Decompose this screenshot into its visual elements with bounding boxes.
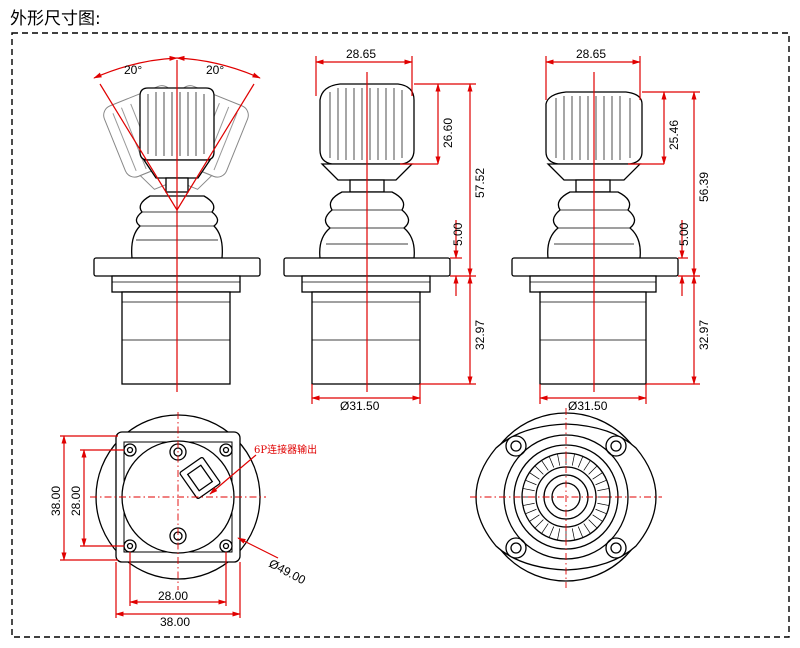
rib-line: [577, 526, 584, 538]
rib-line: [592, 514, 603, 522]
mid-body-height-label: 32.97: [473, 320, 487, 350]
angle-right-label: 20°: [206, 63, 224, 77]
rib-line: [557, 453, 561, 466]
mid-total-height-label: 57.52: [473, 168, 487, 198]
rib-line: [595, 508, 607, 515]
bottom-outer-h-label: 38.00: [160, 615, 190, 629]
rib-line: [577, 456, 584, 468]
rib-line: [534, 465, 544, 475]
top-view: [470, 408, 662, 588]
right-diameter-label: Ø31.50: [568, 399, 608, 413]
tilt-view: 20° 20°: [93, 55, 261, 392]
rib-line: [571, 528, 575, 541]
right-width-label: 28.65: [576, 47, 606, 61]
right-flange-label: 5.00: [677, 222, 691, 246]
rib-line: [522, 502, 535, 506]
rib-line: [541, 523, 549, 534]
rib-line: [597, 488, 610, 492]
rib-line: [525, 479, 537, 486]
bottom-outer-v-label: 38.00: [49, 486, 63, 516]
rib-line: [529, 472, 540, 480]
right-total-height-label: 56.39: [697, 172, 711, 202]
rib-line: [583, 460, 591, 471]
right-body-height-label: 32.97: [697, 320, 711, 350]
rib-line: [525, 508, 537, 515]
angle-left-label: 20°: [124, 63, 142, 77]
rib-line: [588, 465, 598, 475]
bottom-inner-h-label: 28.00: [158, 589, 188, 603]
mid-diameter-label: Ø31.50: [340, 399, 380, 413]
right-knob-height-label: 25.46: [667, 120, 681, 150]
rib-line: [541, 460, 549, 471]
rib-line: [529, 514, 540, 522]
front-view: 28.65 26.60 57.52 5.00 32.97 Ø31.50: [283, 47, 487, 413]
rib-line: [588, 519, 598, 529]
mid-width-label: 28.65: [346, 47, 376, 61]
rib-line: [592, 472, 603, 480]
connector-note: 6P连接器输出: [254, 443, 317, 456]
drawing-frame: [11, 32, 790, 638]
rib-line: [548, 456, 555, 468]
rib-line: [595, 479, 607, 486]
side-view: 28.65 25.46 56.39 5.00 32.97 Ø31.50: [511, 47, 711, 413]
mid-knob-height-label: 26.60: [441, 118, 455, 148]
bottom-view: 38.00 28.00 28.00 38.00 Ø49.00 6P连接器输出: [49, 412, 317, 629]
rib-line: [522, 488, 535, 492]
rib-line: [597, 502, 610, 506]
page-title: 外形尺寸图:: [10, 9, 101, 29]
rib-line: [548, 526, 555, 538]
rib-line: [557, 528, 561, 541]
mid-flange-label: 5.00: [451, 222, 465, 246]
rib-line: [571, 453, 575, 466]
bottom-diameter-label: Ø49.00: [267, 556, 309, 587]
rib-line: [583, 523, 591, 534]
rib-line: [534, 519, 544, 529]
bottom-inner-v-label: 28.00: [69, 486, 83, 516]
